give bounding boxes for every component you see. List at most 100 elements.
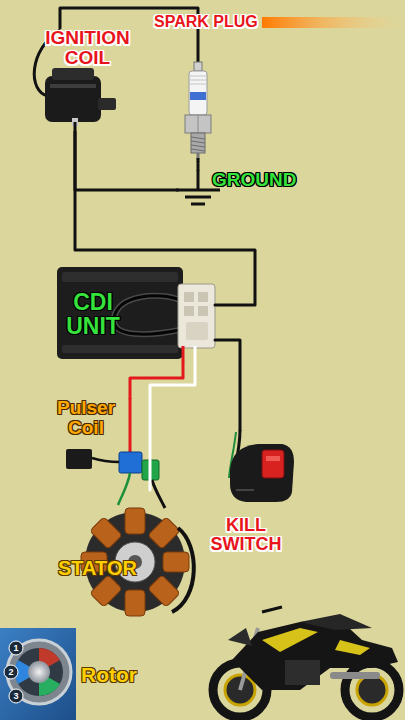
rotor — [15, 648, 63, 696]
ignition-coil — [45, 76, 101, 122]
spark-plug-box: SPARK PLUG — [152, 14, 280, 162]
cdi-unit — [57, 267, 215, 362]
spark-plug — [189, 71, 207, 115]
motorcycle — [232, 618, 398, 690]
stator-connector — [142, 460, 165, 508]
kill-switch — [236, 489, 254, 491]
cdi-unit — [194, 346, 197, 362]
stator — [125, 590, 145, 616]
ignition-coil — [98, 98, 116, 110]
cdi-unit — [198, 306, 208, 316]
component-label: Rotor — [81, 664, 161, 686]
cdi-unit — [182, 346, 185, 362]
component-label: STATOR — [58, 558, 178, 579]
callout-number: 2 — [5, 666, 17, 678]
ground-box: GROUND — [178, 170, 302, 210]
pulser-coil — [118, 473, 130, 505]
spark-plug — [198, 115, 199, 133]
stator — [90, 517, 123, 550]
callout-number: 1 — [10, 642, 22, 654]
component-label: CDI UNIT — [57, 290, 129, 338]
motorcycle — [335, 640, 370, 655]
kill-switch — [262, 450, 284, 478]
spark-streak — [262, 17, 405, 28]
motorcycle — [300, 614, 372, 630]
rotor-box: Rotor — [0, 628, 165, 720]
kill-switch — [266, 456, 280, 461]
motorcycle — [262, 607, 282, 612]
motorcycle — [357, 675, 387, 705]
stator — [125, 590, 145, 616]
motorcycle — [262, 628, 318, 652]
stator — [90, 517, 123, 550]
wire — [215, 340, 240, 430]
pulser-coil — [119, 452, 142, 473]
cdi-unit — [198, 292, 208, 302]
spark-plug — [191, 149, 205, 151]
stator — [148, 517, 181, 550]
cdi-unit — [114, 296, 180, 334]
wire — [130, 362, 183, 398]
cdi-unit — [186, 322, 208, 340]
stator-connector — [152, 480, 165, 508]
component-label: IGNITION COIL — [30, 28, 145, 68]
spark-plug — [185, 115, 211, 133]
pulser-coil — [129, 398, 132, 452]
spark-plug — [191, 137, 205, 139]
spark-plug — [185, 14, 211, 162]
component-label: Pulser Coil — [42, 398, 130, 438]
motorcycle — [285, 660, 320, 685]
motorcycle — [213, 607, 399, 717]
pulser-coil — [66, 449, 92, 469]
cdi-unit — [57, 267, 183, 359]
spark-plug — [189, 84, 207, 85]
rotor — [9, 689, 23, 703]
cdi-unit — [114, 296, 180, 334]
cdi-unit-box: CDI UNIT — [55, 262, 215, 362]
kill-switch — [230, 444, 294, 502]
spark-plug — [189, 80, 207, 81]
ignition-coil-box: IGNITION COIL — [30, 28, 145, 132]
stator — [125, 508, 145, 534]
stator — [90, 575, 123, 608]
component-label: KILL SWITCH — [198, 516, 294, 554]
rotor — [0, 628, 76, 720]
ground-symbol — [197, 170, 200, 190]
rotor — [9, 641, 23, 655]
stator — [148, 575, 181, 608]
stator — [90, 575, 123, 608]
cdi-unit — [178, 284, 215, 348]
ignition-coil — [52, 68, 94, 80]
stator — [163, 552, 189, 572]
stator — [125, 508, 145, 534]
stator — [148, 517, 181, 550]
pulser-coil-box: Pulser Coil — [40, 398, 145, 482]
wire — [197, 162, 200, 170]
kill-switch-box: KILL SWITCH — [200, 430, 300, 562]
spark-plug — [191, 141, 205, 143]
component-label: GROUND — [212, 170, 302, 190]
kill-switch — [229, 430, 294, 502]
rotor — [28, 661, 50, 683]
cdi-unit — [62, 272, 178, 282]
stator — [172, 528, 194, 612]
ground-symbol — [185, 196, 211, 199]
cdi-unit — [62, 345, 178, 353]
spark-plug — [191, 133, 205, 153]
spark-plug — [190, 92, 206, 100]
ground-symbol — [191, 203, 205, 206]
rotor — [4, 665, 18, 679]
spark-plug — [189, 76, 207, 77]
cdi-unit — [184, 292, 194, 302]
motorcycle — [330, 672, 380, 679]
motorcycle — [228, 628, 252, 646]
ignition-coil — [50, 84, 96, 88]
motorcycle — [345, 663, 399, 717]
wire — [150, 362, 195, 490]
stator — [148, 575, 181, 608]
spark-streak — [262, 17, 405, 28]
cdi-unit — [184, 306, 194, 316]
